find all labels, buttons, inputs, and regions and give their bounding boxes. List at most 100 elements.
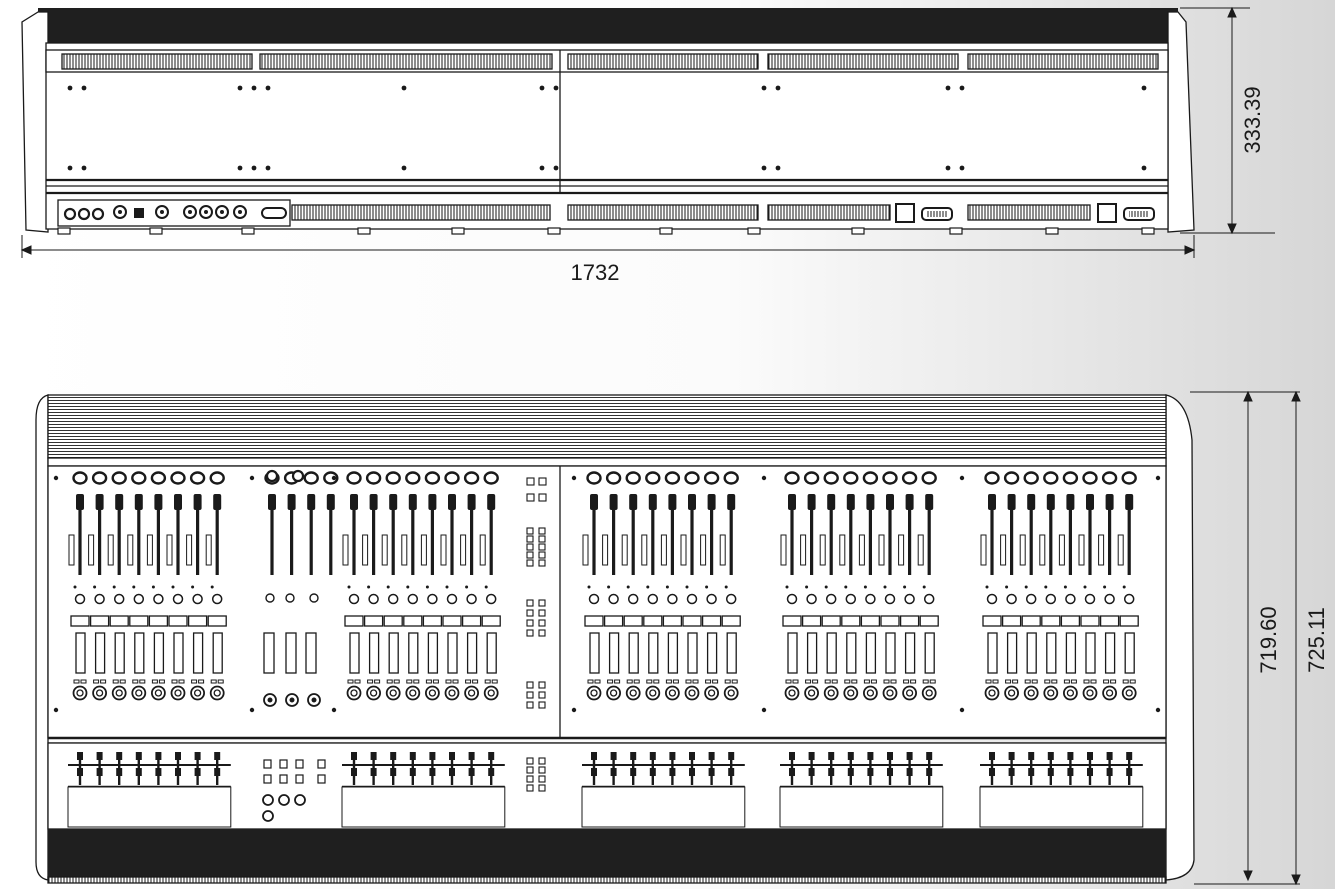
channel-button <box>129 615 149 627</box>
select-ring <box>444 471 460 485</box>
rotary-knob <box>133 593 145 605</box>
select-ring <box>605 471 622 485</box>
channel-button <box>701 615 722 627</box>
select-ring <box>365 471 382 485</box>
channel-fader <box>287 494 296 575</box>
select-ring <box>684 471 700 485</box>
select-ring <box>1082 471 1098 485</box>
channel-fader <box>350 494 358 575</box>
select-ring <box>72 471 88 485</box>
rotary-knob <box>368 593 379 605</box>
channel-display <box>134 632 145 674</box>
select-ring <box>862 471 879 485</box>
rotary-knob <box>647 593 659 605</box>
channel-fader <box>428 494 437 575</box>
fader-bay <box>67 471 232 828</box>
channel-button <box>109 615 129 627</box>
channel-button <box>584 615 604 627</box>
select-ring <box>1121 471 1137 485</box>
channel-fader <box>448 494 456 575</box>
rotary-knob <box>466 593 477 605</box>
channel-fader <box>134 494 143 575</box>
select-ring <box>1003 471 1020 485</box>
channel-fader <box>988 494 996 575</box>
select-ring <box>586 471 602 485</box>
rotary-knob <box>667 593 678 605</box>
select-ring <box>784 471 800 485</box>
channel-button <box>821 615 841 627</box>
center-button-column <box>526 477 547 792</box>
channel-display <box>75 632 86 674</box>
select-ring <box>1023 471 1039 485</box>
channel-fader <box>866 494 875 575</box>
rotary-knob <box>986 593 998 605</box>
channel-fader <box>648 494 657 575</box>
channel-button <box>461 615 482 627</box>
fader-bay <box>779 471 944 828</box>
rear-body <box>45 42 1169 230</box>
channel-button <box>623 615 643 627</box>
select-ring <box>803 471 820 485</box>
select-ring <box>1043 471 1059 485</box>
select-ring <box>823 471 839 485</box>
channel-button <box>1041 615 1061 627</box>
channel-fader <box>1105 494 1114 575</box>
channel-fader <box>369 494 378 575</box>
top-view <box>35 394 1195 884</box>
top-dimension-lines <box>1190 390 1301 886</box>
channel-fader <box>668 494 677 575</box>
channel-display <box>94 632 106 674</box>
channel-display <box>1085 632 1096 674</box>
channel-button <box>603 615 624 627</box>
rear-height-label: 333.39 <box>1240 86 1265 153</box>
channel-fader <box>1027 494 1036 575</box>
channel-button <box>70 615 90 627</box>
rear-top-band <box>38 8 1178 43</box>
channel-display <box>1124 632 1135 674</box>
select-ring <box>703 471 720 485</box>
channel-display <box>1006 632 1018 674</box>
select-ring <box>303 471 319 485</box>
channel-button <box>1021 615 1041 627</box>
channel-fader <box>629 494 638 575</box>
channel-button <box>643 615 663 627</box>
channel-display <box>885 632 896 674</box>
select-ring <box>209 471 225 485</box>
channel-fader <box>326 494 335 575</box>
channel-fader <box>1125 494 1134 575</box>
rotary-knob <box>923 593 935 605</box>
select-ring <box>723 471 739 485</box>
channel-display <box>427 632 439 674</box>
rotary-knob <box>865 593 876 605</box>
channel-fader <box>268 494 276 575</box>
channel-fader <box>487 494 496 575</box>
channel-fader <box>886 494 894 575</box>
channel-fader <box>307 494 316 575</box>
channel-display <box>349 632 360 674</box>
channel-button <box>721 615 741 627</box>
channel-display <box>667 632 679 674</box>
channel-display <box>726 632 737 674</box>
rotary-knob <box>446 593 458 605</box>
rotary-knob <box>153 593 164 605</box>
channel-button <box>422 615 443 627</box>
channel-display <box>1065 632 1077 674</box>
rotary-knob <box>845 593 857 605</box>
select-ring <box>91 471 108 485</box>
rotary-knob <box>387 593 399 605</box>
rotary-knob <box>786 593 798 605</box>
rear-width-label: 1732 <box>571 260 620 285</box>
select-ring <box>405 471 421 485</box>
channel-fader <box>609 494 618 575</box>
channel-button <box>442 615 462 627</box>
channel-button <box>207 615 227 627</box>
select-ring <box>625 471 641 485</box>
channel-button <box>982 615 1002 627</box>
rotary-knob <box>1123 593 1135 605</box>
select-ring <box>323 471 339 485</box>
rotary-knob <box>407 593 419 605</box>
select-ring <box>882 471 898 485</box>
fader-bay <box>341 471 506 828</box>
select-ring <box>1101 471 1118 485</box>
channel-display <box>987 632 998 674</box>
